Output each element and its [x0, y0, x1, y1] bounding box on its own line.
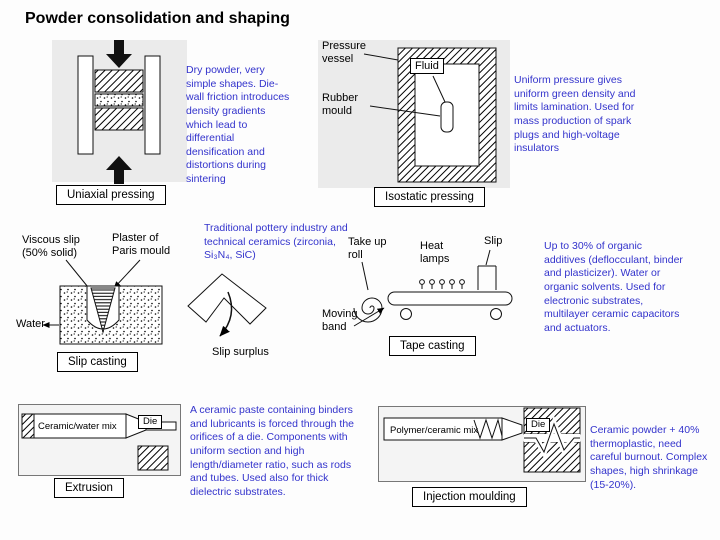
tape-casting-caption: Tape casting — [389, 336, 476, 356]
slip-hopper — [478, 266, 496, 290]
take-up-roll-label: Take up roll — [348, 236, 387, 261]
belt-roller-left — [401, 309, 412, 320]
rubber-mould-capsule — [441, 102, 453, 132]
pressure-vessel-leader-line — [364, 54, 398, 60]
slip-cone — [91, 288, 115, 332]
injection-moulding-caption: Injection moulding — [412, 487, 527, 507]
slip-surplus-diagram — [170, 266, 288, 337]
uniaxial-pressing-diagram — [54, 40, 184, 184]
injection-die-label: Die — [526, 418, 551, 433]
pour-arrow — [220, 292, 232, 337]
isostatic-section: Pressure vessel Fluid Rubber mould — [318, 40, 513, 212]
plaster-mould-label: Plaster of Paris mould — [112, 232, 171, 257]
water-label: Water — [16, 318, 45, 330]
injection-moulding-note: Ceramic powder + 40% thermoplastic, need… — [590, 424, 708, 491]
slip-casting-section: Viscous slip (50% solid) Plaster of Pari… — [14, 228, 186, 380]
lower-punch — [95, 108, 143, 130]
heat-lamps-label: Heat lamps — [420, 240, 450, 265]
upper-punch — [95, 70, 143, 92]
belt-roller-right — [491, 309, 502, 320]
moving-band-label: Moving band — [322, 308, 358, 333]
viscous-slip-label: Viscous slip (50% solid) — [22, 234, 80, 259]
page-title: Powder consolidation and shaping — [25, 10, 290, 27]
injection-mix-label: Polymer/ceramic mix — [390, 425, 479, 436]
cavity-zigzag — [524, 424, 580, 452]
rubber-mould-label: Rubber mould — [322, 92, 359, 117]
die-block — [138, 446, 168, 470]
injection-moulding-diagram — [378, 406, 586, 482]
take-up-roll-spiral — [354, 298, 382, 322]
uniaxial-caption: Uniaxial pressing — [56, 185, 166, 205]
die-wall-left — [78, 56, 93, 154]
isostatic-note: Uniform pressure gives uniform green den… — [514, 74, 636, 155]
injection-nozzle — [502, 418, 522, 440]
slip-surplus-label: Slip surplus — [212, 346, 269, 358]
slip-leader — [486, 250, 490, 265]
uniaxial-note: Dry powder, very simple shapes. Die-wall… — [186, 64, 290, 186]
injection-moulding-section: Polymer/ceramic mix Die — [378, 404, 590, 516]
screw-zigzag — [474, 420, 502, 438]
tape-casting-section: Take up roll Heat lamps Slip Moving band — [318, 232, 520, 364]
extrusion-die-label: Die — [138, 415, 163, 430]
tape-casting-diagram — [318, 232, 520, 342]
press-force-down-arrow-icon — [106, 40, 132, 68]
heat-lamps-icons — [420, 280, 465, 289]
extrusion-note: A ceramic paste containing binders and l… — [190, 404, 355, 498]
slip-label: Slip — [484, 235, 503, 247]
extrusion-section: Ceramic/water mix Die — [18, 402, 183, 506]
rubber-mould-leader-line — [370, 106, 440, 116]
fluid-leader-line — [433, 76, 445, 102]
slip-casting-caption: Slip casting — [57, 352, 138, 372]
slip-surplus-section: Slip surplus — [170, 266, 288, 366]
powder-layer — [95, 94, 143, 106]
tape-casting-note: Up to 30% of organic additives (defloccu… — [544, 240, 683, 334]
isostatic-caption: Isostatic pressing — [374, 187, 485, 207]
tilted-mould — [188, 274, 266, 324]
die-wall-right — [145, 56, 160, 154]
extrusion-mix-label: Ceramic/water mix — [38, 421, 117, 432]
extruder-barrel — [22, 414, 126, 438]
extruder-piston — [22, 414, 34, 438]
extrusion-caption: Extrusion — [54, 478, 124, 498]
fluid-label: Fluid — [410, 58, 444, 75]
moving-band-arrow — [354, 308, 385, 326]
uniaxial-section — [52, 40, 187, 212]
pressure-vessel-label: Pressure vessel — [322, 40, 367, 65]
slip-casting-diagram — [42, 228, 186, 380]
conveyor-belt — [388, 292, 512, 305]
take-up-roll-leader — [362, 262, 368, 290]
plaster-mould-arrow — [114, 260, 140, 289]
press-force-up-arrow-icon — [106, 156, 132, 184]
mould-half-bottom — [524, 442, 580, 472]
slip-casting-note: Traditional pottery industry and technic… — [204, 222, 348, 262]
